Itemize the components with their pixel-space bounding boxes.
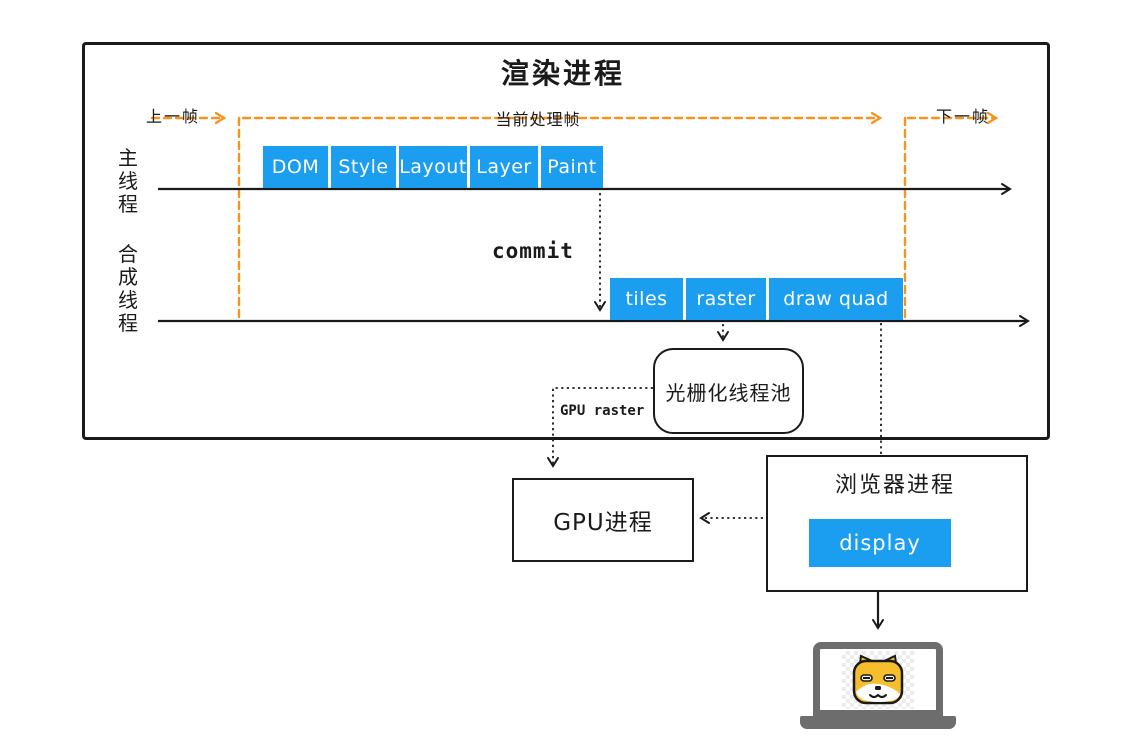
laptop-base <box>800 716 956 729</box>
display-box: display <box>809 519 951 567</box>
browser-process-title: 浏览器进程 <box>834 473 955 498</box>
rendering-process-box <box>82 42 1050 440</box>
next-frame-label: 下一帧 <box>936 107 991 126</box>
stage-layer: Layer <box>470 146 538 188</box>
doge-icon <box>842 650 914 709</box>
stage-dom: DOM <box>263 146 328 188</box>
stage-style: Style <box>331 146 396 188</box>
stage-paint: Paint <box>541 146 603 188</box>
stage-tiles: tiles <box>610 278 683 320</box>
stage-layout: Layout <box>399 146 467 188</box>
stage-raster: raster <box>686 278 766 320</box>
gpu-process-box: GPU进程 <box>512 478 694 562</box>
commit-label: commit <box>492 239 574 263</box>
current-frame-label: 当前处理帧 <box>495 110 581 129</box>
gpu-raster-label: GPU raster <box>560 403 645 419</box>
main-thread-label: 主线程 <box>118 146 138 216</box>
prev-frame-label: 上一帧 <box>146 107 201 126</box>
laptop-screen <box>813 642 943 717</box>
rendering-process-title: 渲染进程 <box>500 57 625 90</box>
compositor-thread-label: 合成线程 <box>118 242 138 335</box>
stage-draw-quad: draw quad <box>769 278 903 320</box>
raster-thread-pool-box: 光栅化线程池 <box>653 348 804 434</box>
